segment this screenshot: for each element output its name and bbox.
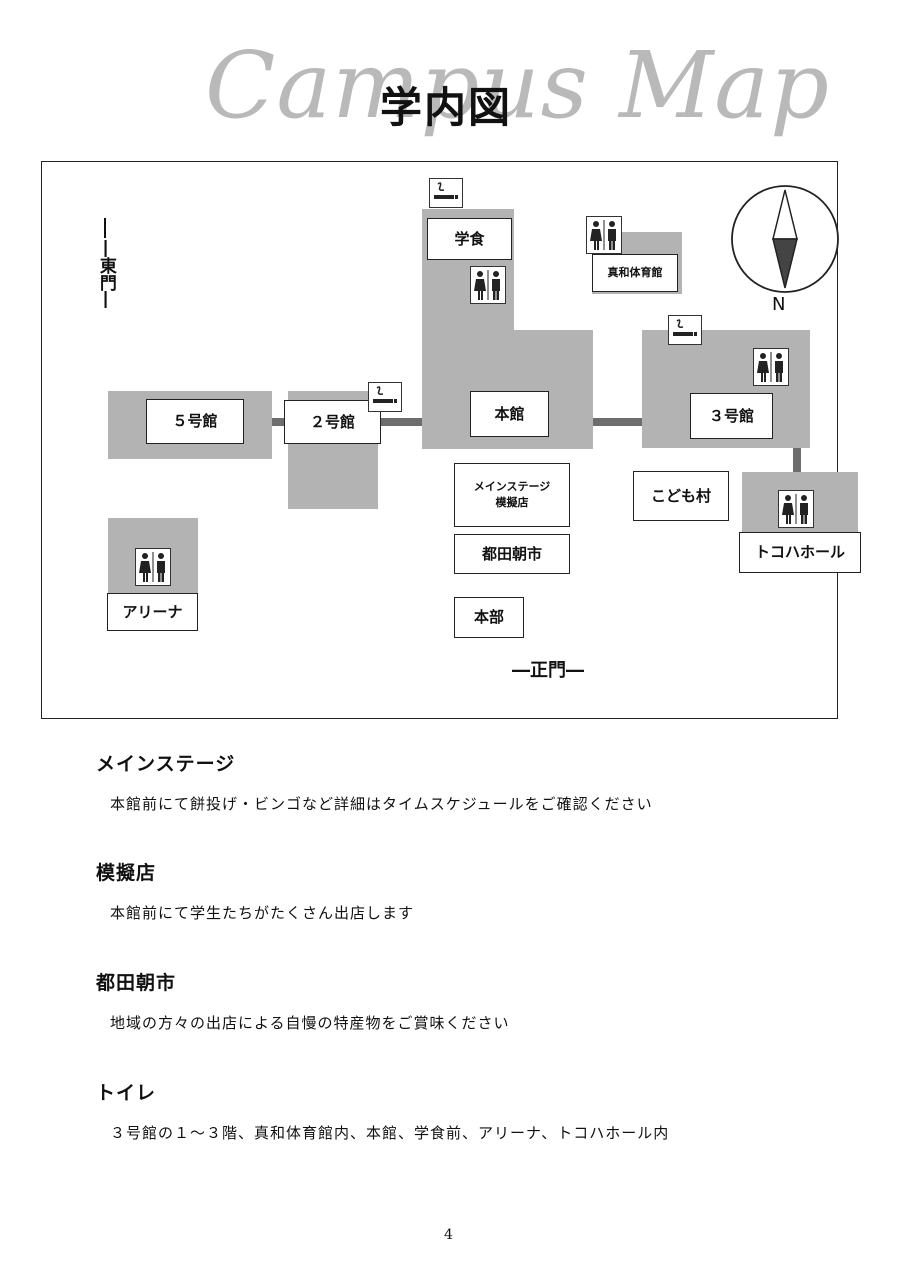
label-gakushoku: 学食	[427, 218, 512, 260]
walkway-2-honkan	[378, 418, 422, 426]
label-bldg3: ３号館	[690, 393, 773, 439]
compass-icon	[730, 184, 840, 294]
walkway-3-tokoha	[793, 448, 801, 472]
section-heading-tsuda-asaichi: 都田朝市	[96, 972, 177, 994]
smoking-icon-gakushoku	[429, 178, 463, 208]
smoking-icon-bldg2	[368, 382, 402, 412]
section-text-mogiten: 本館前にて学生たちがたくさん出店します	[110, 904, 415, 922]
section-heading-main-stage: メインステージ	[96, 753, 236, 775]
label-kodomomura: こども村	[633, 471, 729, 521]
section-text-tsuda-asaichi: 地域の方々の出店による自慢の特産物をご賞味ください	[110, 1014, 510, 1032]
page-number: 4	[444, 1227, 453, 1243]
smoking-icon-bldg3	[668, 315, 702, 345]
walkway-5-2	[272, 418, 288, 426]
label-bldg5: ５号館	[146, 399, 244, 444]
label-tokoha-hall: トコハホール	[739, 532, 861, 573]
north-label: N	[772, 294, 786, 315]
restroom-icon-gakushoku	[470, 266, 506, 304]
campus-map: 学食 真和体育館 本館 ５号館 ２号館 ３号館 メインステージ 模擬店 こども村…	[41, 161, 861, 719]
section-text-restroom: ３号館の１～３階、真和体育館内、本館、学食前、アリーナ、トコハホール内	[110, 1124, 670, 1142]
label-honbu: 本部	[454, 597, 524, 638]
section-heading-mogiten: 模擬店	[96, 862, 157, 884]
label-tsuda-asaichi: 都田朝市	[454, 534, 570, 574]
page-title: 学内図	[380, 83, 513, 132]
east-gate-text: ―東門―	[95, 240, 116, 308]
watermark-campus-map: Campus Map	[205, 32, 831, 139]
restroom-icon-bldg3	[753, 348, 789, 386]
restroom-icon-tokoha-hall	[778, 490, 814, 528]
restroom-icon-shinwa-gym	[586, 216, 622, 254]
label-main-stage: メインステージ	[473, 479, 551, 493]
label-bldg2: ２号館	[284, 400, 381, 444]
main-gate-label: ―正門―	[512, 660, 584, 681]
section-text-main-stage: 本館前にて餅投げ・ビンゴなど詳細はタイムスケジュールをご確認ください	[110, 795, 653, 813]
label-arena: アリーナ	[107, 593, 198, 631]
label-mogiten: 模擬店	[495, 496, 529, 509]
east-gate-label: ―東門―	[94, 218, 116, 310]
label-shinwa-gym: 真和体育館	[592, 254, 678, 292]
label-honkan: 本館	[470, 391, 549, 437]
section-heading-restroom: トイレ	[96, 1082, 157, 1104]
restroom-icon-arena	[135, 548, 171, 586]
label-main-stage-mogiten: メインステージ 模擬店	[454, 463, 570, 527]
walkway-honkan-3	[593, 418, 642, 426]
